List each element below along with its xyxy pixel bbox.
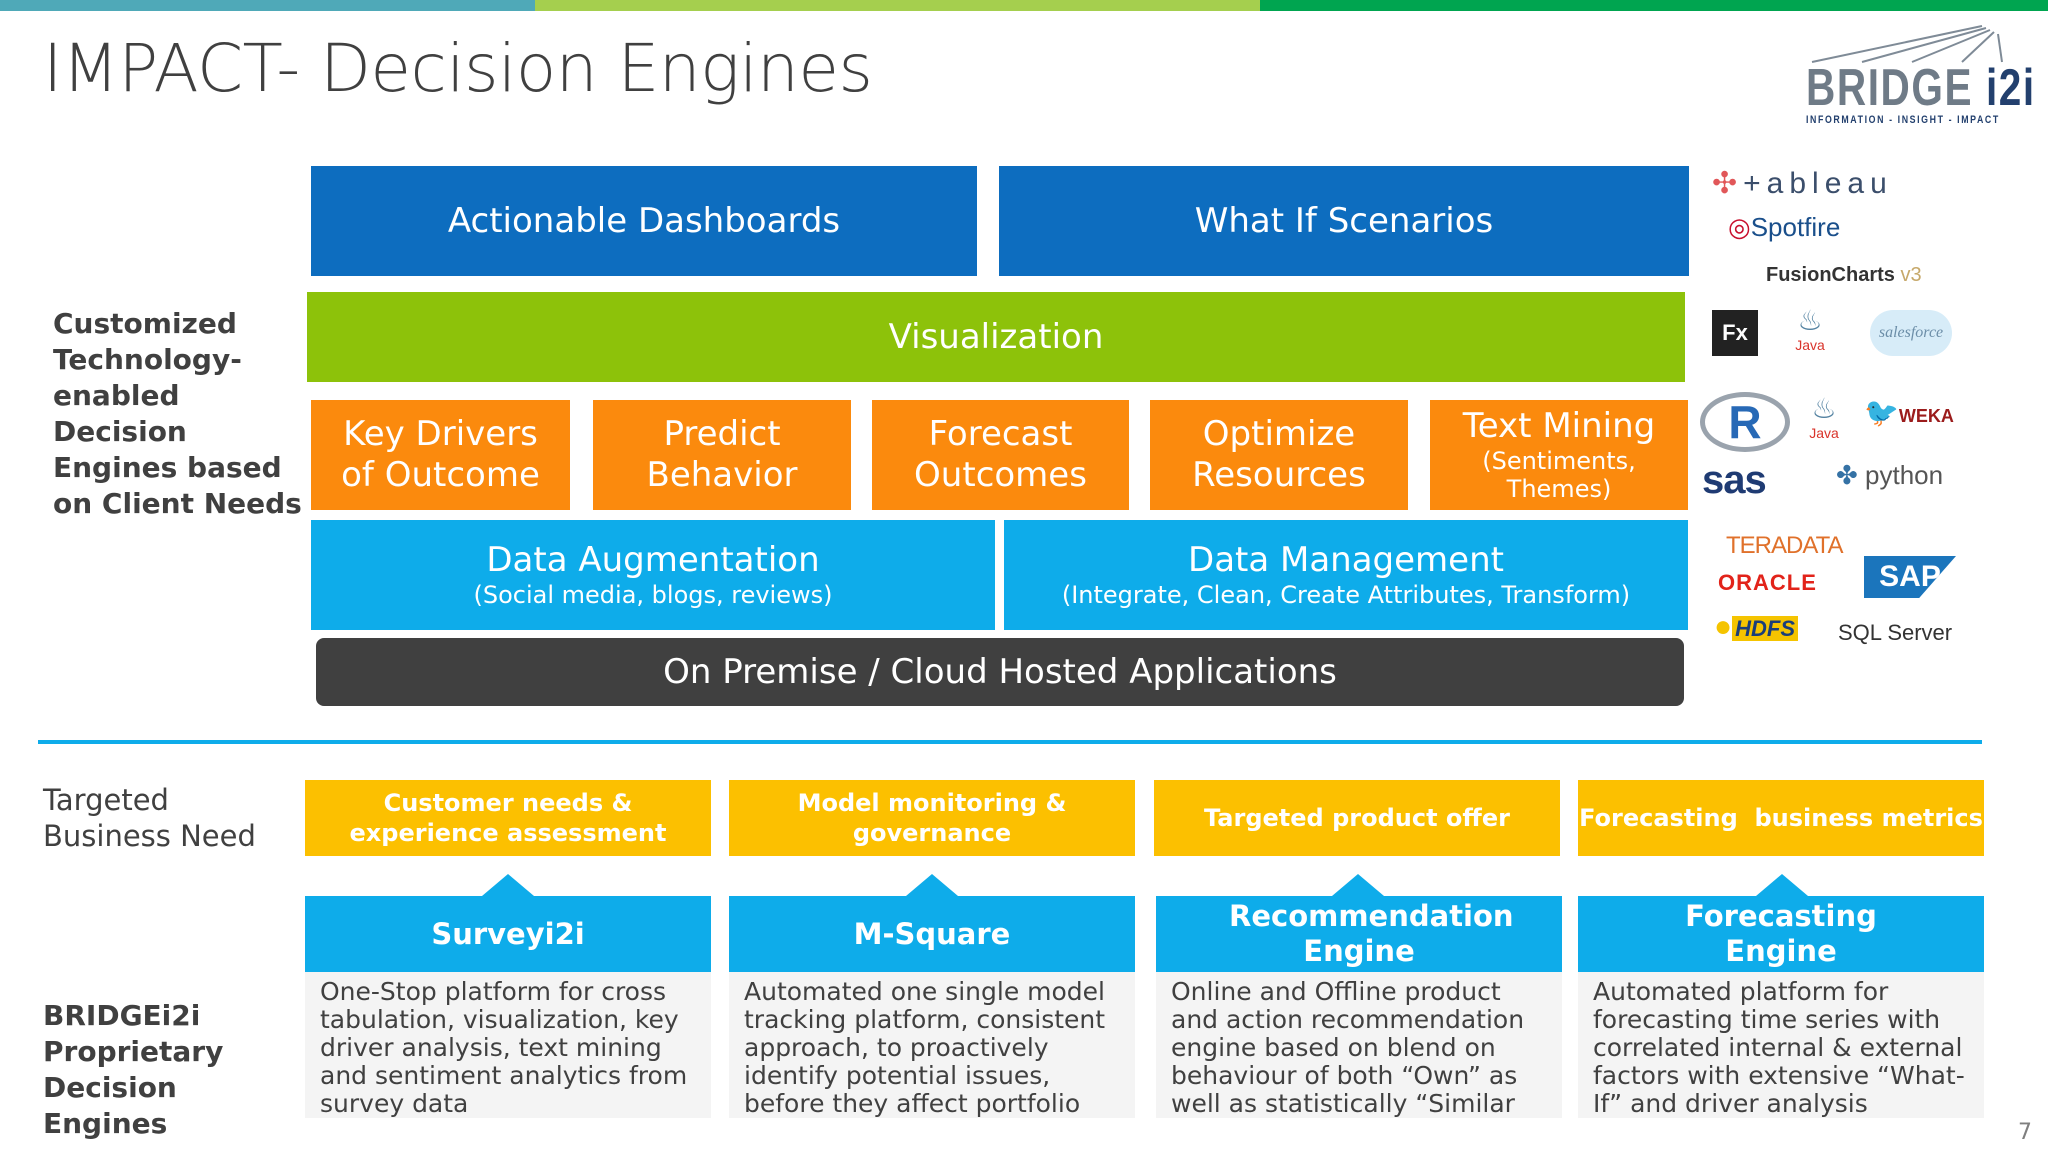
need-label-3: Targeted product offer bbox=[1204, 804, 1510, 832]
data-augmentation-box: Data Augmentation (Social media, blogs, … bbox=[311, 520, 995, 630]
forecast-outcomes-box: Forecast Outcomes bbox=[872, 400, 1129, 510]
spotfire-logo: ◎Spotfire bbox=[1728, 212, 1841, 242]
fusioncharts-logo: FusionCharts v3 bbox=[1766, 264, 1922, 286]
need-label-4: Forecasting business metrics bbox=[1579, 804, 1983, 832]
platform-box: On Premise / Cloud Hosted Applications bbox=[316, 638, 1684, 706]
visualization-label: Visualization bbox=[888, 316, 1104, 357]
weka-logo: 🐦WEKA bbox=[1864, 397, 1954, 428]
engine-arrow-4 bbox=[1756, 874, 1808, 896]
page-number: 7 bbox=[2018, 1120, 2032, 1145]
top-bar-segment-1 bbox=[0, 0, 535, 11]
engine-header-forecasting: Forecasting Engine bbox=[1578, 896, 1984, 972]
predict-behavior-box: Predict Behavior bbox=[593, 400, 851, 510]
tools-logos: ✣+ableau ◎Spotfire FusionCharts v3 Fx ♨ … bbox=[1700, 160, 2000, 670]
sas-logo: sas bbox=[1702, 458, 1767, 502]
sqlserver-logo: SQL Server bbox=[1838, 620, 1953, 645]
engine-desc-recommendation: Online and Offline product and action re… bbox=[1156, 972, 1562, 1118]
engine-header-recommendation: Recommendation Engine bbox=[1156, 896, 1562, 972]
engine-arrow-2 bbox=[906, 874, 958, 896]
optimize-resources-box: Optimize Resources bbox=[1150, 400, 1408, 510]
visualization-box: Visualization bbox=[307, 292, 1685, 382]
sap-logo: SAP bbox=[1864, 556, 1956, 598]
logo-suffix: i2i bbox=[1985, 59, 2036, 117]
teradata-logo: TERADATA bbox=[1726, 532, 1843, 559]
text-mining-sublabel: (Sentiments, Themes) bbox=[1482, 446, 1636, 504]
text-mining-box: Text Mining (Sentiments, Themes) bbox=[1430, 400, 1688, 510]
text-mining-label: Text Mining bbox=[1462, 405, 1656, 446]
python-icon: ✤ bbox=[1836, 460, 1858, 490]
customized-engines-label: Customized Technology-enabled Decision E… bbox=[53, 307, 302, 520]
flex-fx-logo: Fx bbox=[1712, 310, 1758, 356]
tableau-logo: ✣+ableau bbox=[1712, 167, 1893, 200]
engine-name-3: Recommendation Engine bbox=[1229, 899, 1514, 968]
platform-label: On Premise / Cloud Hosted Applications bbox=[663, 651, 1337, 692]
need-box-1: Customer needs & experience assessment bbox=[305, 780, 711, 856]
spotfire-circle-icon: ◎ bbox=[1728, 212, 1751, 242]
engine-header-msquare: M-Square bbox=[729, 896, 1135, 972]
what-if-scenarios-label: What If Scenarios bbox=[1194, 200, 1494, 241]
engine-desc-forecasting: Automated platform for forecasting time … bbox=[1578, 972, 1984, 1118]
tableau-cross-icon: ✣ bbox=[1712, 167, 1744, 200]
need-box-2: Model monitoring & governance bbox=[729, 780, 1135, 856]
section-divider bbox=[38, 740, 1982, 744]
java-logo-1: ♨ Java bbox=[1790, 304, 1830, 353]
java-cup-icon-2: ♨ bbox=[1811, 393, 1837, 424]
forecast-outcomes-label: Forecast Outcomes bbox=[914, 414, 1087, 495]
engine-name-1: Surveyi2i bbox=[431, 916, 585, 951]
engine-desc-msquare: Automated one single model tracking plat… bbox=[729, 972, 1135, 1118]
proprietary-engines-label: BRIDGEi2i Proprietary Decision Engines bbox=[43, 999, 224, 1140]
engine-header-surveyi2i: Surveyi2i bbox=[305, 896, 711, 972]
data-management-box: Data Management (Integrate, Clean, Creat… bbox=[1004, 520, 1688, 630]
salesforce-logo: salesforce bbox=[1870, 310, 1952, 356]
actionable-dashboards-label: Actionable Dashboards bbox=[447, 200, 841, 241]
logo-name: BRIDGE bbox=[1806, 59, 1974, 117]
weka-bird-icon: 🐦 bbox=[1864, 397, 1899, 428]
data-management-label: Data Management bbox=[1188, 540, 1504, 581]
need-label-2: Model monitoring & governance bbox=[797, 789, 1067, 847]
actionable-dashboards-box: Actionable Dashboards bbox=[311, 166, 977, 276]
engine-arrow-3 bbox=[1332, 874, 1384, 896]
data-augmentation-label: Data Augmentation bbox=[486, 540, 820, 581]
engine-arrow-1 bbox=[482, 874, 534, 896]
predict-behavior-label: Predict Behavior bbox=[646, 414, 798, 495]
logo-rays-icon bbox=[1811, 25, 2003, 63]
need-box-4: Forecasting business metrics bbox=[1578, 780, 1984, 856]
need-box-3: Targeted product offer bbox=[1154, 780, 1560, 856]
data-management-sublabel: (Integrate, Clean, Create Attributes, Tr… bbox=[1061, 581, 1631, 609]
hdfs-logo: ●HDFS bbox=[1714, 610, 1799, 644]
bridgei2i-logo: BRIDGE i2i INFORMATION - INSIGHT - IMPAC… bbox=[1802, 24, 2038, 134]
what-if-scenarios-box: What If Scenarios bbox=[999, 166, 1689, 276]
optimize-resources-label: Optimize Resources bbox=[1192, 414, 1366, 495]
r-logo: R bbox=[1700, 392, 1790, 452]
top-bar-segment-3 bbox=[1260, 0, 2048, 11]
oracle-logo: ORACLE bbox=[1718, 570, 1817, 595]
java-logo-2: ♨ Java bbox=[1804, 392, 1844, 441]
top-bar-segment-2 bbox=[535, 0, 1260, 11]
engine-name-4: Forecasting Engine bbox=[1685, 899, 1877, 968]
page-title: IMPACT- Decision Engines bbox=[43, 30, 873, 107]
data-augmentation-sublabel: (Social media, blogs, reviews) bbox=[473, 581, 833, 609]
targeted-business-need-label: Targeted Business Need bbox=[43, 783, 256, 853]
key-drivers-box: Key Drivers of Outcome bbox=[311, 400, 570, 510]
python-logo: ✤ python bbox=[1836, 460, 1944, 490]
hadoop-elephant-icon: ● bbox=[1714, 610, 1733, 643]
logo-tagline: INFORMATION - INSIGHT - IMPACT bbox=[1806, 114, 2000, 126]
need-label-1: Customer needs & experience assessment bbox=[349, 789, 667, 847]
key-drivers-label: Key Drivers of Outcome bbox=[341, 414, 540, 495]
engine-desc-surveyi2i: One-Stop platform for cross tabulation, … bbox=[305, 972, 711, 1118]
engine-name-2: M-Square bbox=[853, 916, 1011, 951]
java-cup-icon: ♨ bbox=[1797, 305, 1823, 336]
